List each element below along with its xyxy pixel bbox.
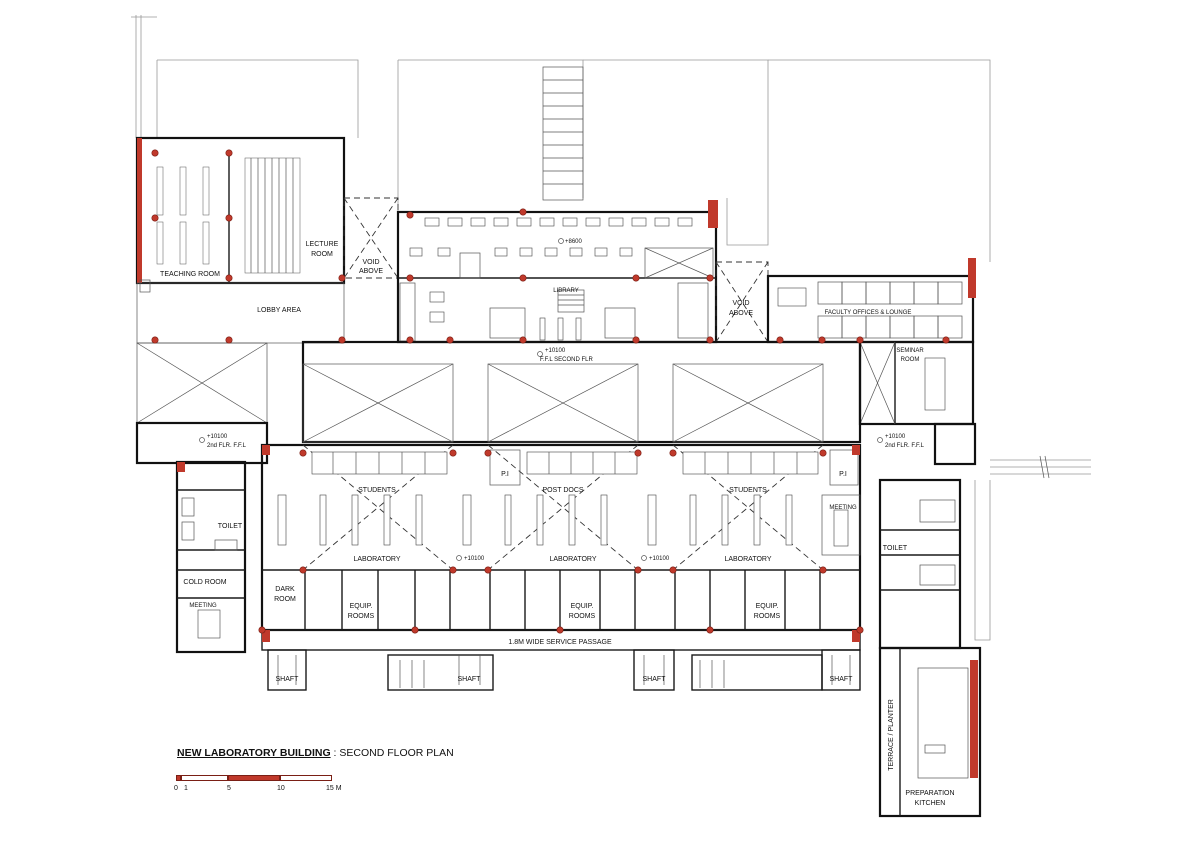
laboratory-label-3: LABORATORY xyxy=(724,556,771,563)
west-service-rooms xyxy=(175,460,247,654)
project-title: NEW LABORATORY BUILDING xyxy=(177,747,331,759)
scale-tick-0: 0 xyxy=(174,785,178,792)
ffl-right-l1: +10100 xyxy=(885,434,906,440)
ffl-right-l2: 2nd FLR. F.F.L xyxy=(885,443,925,449)
drawing-title: NEW LABORATORY BUILDING : SECOND FLOOR P… xyxy=(177,747,454,759)
shaft-label-2: SHAFT xyxy=(458,676,482,683)
library-block xyxy=(396,200,718,344)
shaft-label-4: SHAFT xyxy=(830,676,854,683)
meeting-left-label: MEETING xyxy=(189,603,217,609)
prep-kitchen-label-l2: KITCHEN xyxy=(915,800,946,807)
void-above-east-l1: VOID xyxy=(732,300,749,307)
scale-segment xyxy=(280,775,332,781)
scale-tick-5: 5 xyxy=(227,785,231,792)
prep-kitchen-label-l1: PREPARATION xyxy=(905,790,954,797)
scale-segment xyxy=(228,775,280,781)
seminar-room-label-l2: ROOM xyxy=(901,357,920,363)
cold-room-label: COLD ROOM xyxy=(183,579,226,586)
toilet-left-label: TOILET xyxy=(218,523,243,530)
title-separator: : xyxy=(330,747,340,759)
service-passage-label: 1.8M WIDE SERVICE PASSAGE xyxy=(508,639,612,646)
scale-tick-15: 15 M xyxy=(326,785,342,792)
equip-rooms-3-l2: ROOMS xyxy=(754,613,781,620)
seminar-room-label-l1: SEMINAR xyxy=(896,348,924,354)
equip-rooms-2-l2: ROOMS xyxy=(569,613,596,620)
faculty-block xyxy=(766,258,977,466)
level-marker-icon xyxy=(641,555,647,561)
level-marker-icon xyxy=(456,555,462,561)
scale-tick-10: 10 xyxy=(277,785,285,792)
ffl-left-l1: +10100 xyxy=(207,434,228,440)
library-label: LIBRARY xyxy=(553,288,579,294)
equip-rooms-2-l1: EQUIP. xyxy=(571,603,594,610)
ffl-center-l1: +10100 xyxy=(545,348,566,354)
library-level-text: +8600 xyxy=(565,239,583,245)
level-markers: +8600 +10100 F.F.L SECOND FLR +10100 2nd… xyxy=(199,238,925,562)
void-above-west-l1: VOID xyxy=(362,259,379,266)
lecture-room-label-l2: ROOM xyxy=(311,251,333,258)
level-marker-icon xyxy=(199,437,205,443)
lobby-area-label: LOBBY AREA xyxy=(257,307,301,314)
level-marker-icon xyxy=(537,351,543,357)
west-block xyxy=(135,136,346,465)
scale-tick-1: 1 xyxy=(184,785,188,792)
meeting-right-label: MEETING xyxy=(829,505,857,511)
equip-rooms-1-l1: EQUIP. xyxy=(350,603,373,610)
columns xyxy=(151,149,950,634)
toilet-right-label: TOILET xyxy=(883,545,908,552)
scale-segment xyxy=(176,775,181,781)
teaching-room-label: TEACHING ROOM xyxy=(160,271,220,278)
scale-segment xyxy=(181,775,228,781)
sheet-title: SECOND FLOOR PLAN xyxy=(339,747,454,759)
level-marker-icon xyxy=(558,238,564,244)
lab-level-2: +10100 xyxy=(649,556,670,562)
equip-rooms-3-l1: EQUIP. xyxy=(756,603,779,610)
room-labels: TEACHING ROOM LECTURE ROOM LOBBY AREA VO… xyxy=(160,241,955,807)
pi-label-1: P.I xyxy=(501,471,509,478)
east-service-rooms xyxy=(878,478,982,818)
lab-level-1: +10100 xyxy=(464,556,485,562)
scale-bar: 0 1 5 10 15 M xyxy=(174,775,346,797)
dark-room-label-l2: ROOM xyxy=(274,596,296,603)
students-label-1: STUDENTS xyxy=(358,487,396,494)
laboratory-label-2: LABORATORY xyxy=(549,556,596,563)
pi-label-2: P.I xyxy=(839,471,847,478)
site-context xyxy=(131,15,1091,641)
faculty-offices-label: FACULTY OFFICES & LOUNGE xyxy=(825,310,912,316)
students-label-2: STUDENTS xyxy=(729,487,767,494)
shaft-label-3: SHAFT xyxy=(643,676,667,683)
void-above-east-l2: ABOVE xyxy=(729,310,753,317)
ffl-center-l2: F.F.L SECOND FLR xyxy=(540,357,593,363)
central-voids xyxy=(301,340,862,444)
post-docs-label: POST DOCS xyxy=(542,487,583,494)
void-above-west-l2: ABOVE xyxy=(359,268,383,275)
void-west xyxy=(343,197,399,279)
equip-rooms-1-l2: ROOMS xyxy=(348,613,375,620)
lecture-room-label-l1: LECTURE xyxy=(306,241,339,248)
level-marker-icon xyxy=(877,437,883,443)
laboratory-label-1: LABORATORY xyxy=(353,556,400,563)
ffl-left-l2: 2nd FLR. F.F.L xyxy=(207,443,247,449)
dark-room-label-l1: DARK xyxy=(275,586,295,593)
shaft-label-1: SHAFT xyxy=(276,676,300,683)
terrace-planter-label: TERRACE / PLANTER xyxy=(888,699,895,771)
